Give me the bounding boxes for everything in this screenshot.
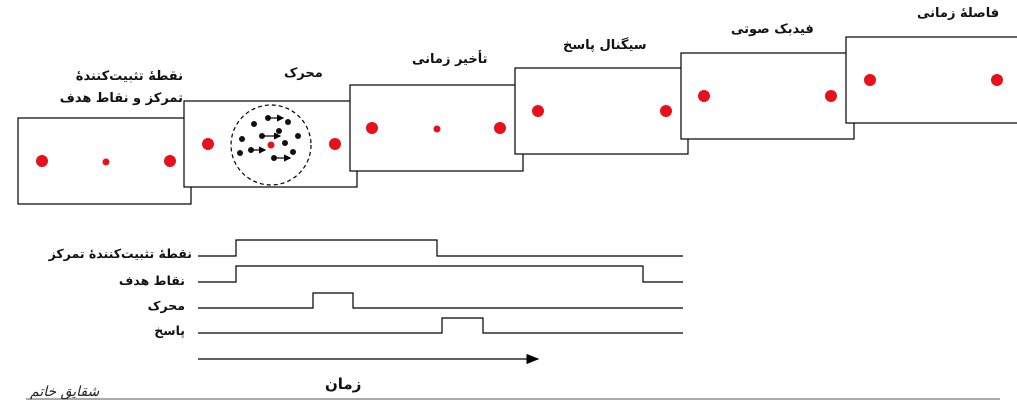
trace-stimulus [198,292,683,309]
target-dot-right [494,122,506,134]
target-dot-right [825,90,837,102]
trace-targets [198,265,683,283]
row-label-response: پاسخ [154,323,185,338]
stage-title-4: سیگنال پاسخ [563,38,647,53]
target-dot-left [36,155,48,167]
stage-panel-1 [17,117,192,205]
stage-panel-6 [845,36,1017,124]
target-dot-right [329,138,341,150]
trace-fixation [198,239,683,257]
target-dot-right [660,105,672,117]
row-label-targets: نقاط هدف [118,273,185,288]
timeline-traces [198,239,683,334]
time-axis-label: زمان [325,375,362,393]
stage-title-2: محرک [284,66,323,81]
target-dot-left [366,122,378,134]
target-dot-left [532,105,544,117]
row-label-stimulus: محرک [147,298,185,313]
fixation-dot [267,141,275,149]
target-dot-left [202,138,214,150]
stage-panel-4 [514,67,689,155]
row-label-fixation: نقطهٔ تثبیت‌کنندهٔ تمرکز [48,246,192,261]
fixation-dot [102,158,110,166]
stage-title-3: تأخیر زمانی [412,52,488,67]
stage-panel-2 [183,100,358,188]
stage-panel-5 [680,52,855,140]
fixation-dot [433,125,441,133]
target-dot-left [864,74,876,86]
target-dot-right [991,74,1003,86]
stage-title-6: فاصلهٔ زمانی [917,6,1000,21]
stage-panel-3 [349,84,524,172]
stage-title-1: نقطهٔ تثبیت‌کنندهٔ تمرکز و نقاط هدف [59,69,183,106]
target-dot-right [164,155,176,167]
motion-stimulus-aperture [230,104,312,186]
stage-title-5: فیدبک صوتی [731,22,814,37]
trace-response [198,317,683,334]
author-signature: شقایق خاتم [30,384,100,400]
target-dot-left [698,90,710,102]
